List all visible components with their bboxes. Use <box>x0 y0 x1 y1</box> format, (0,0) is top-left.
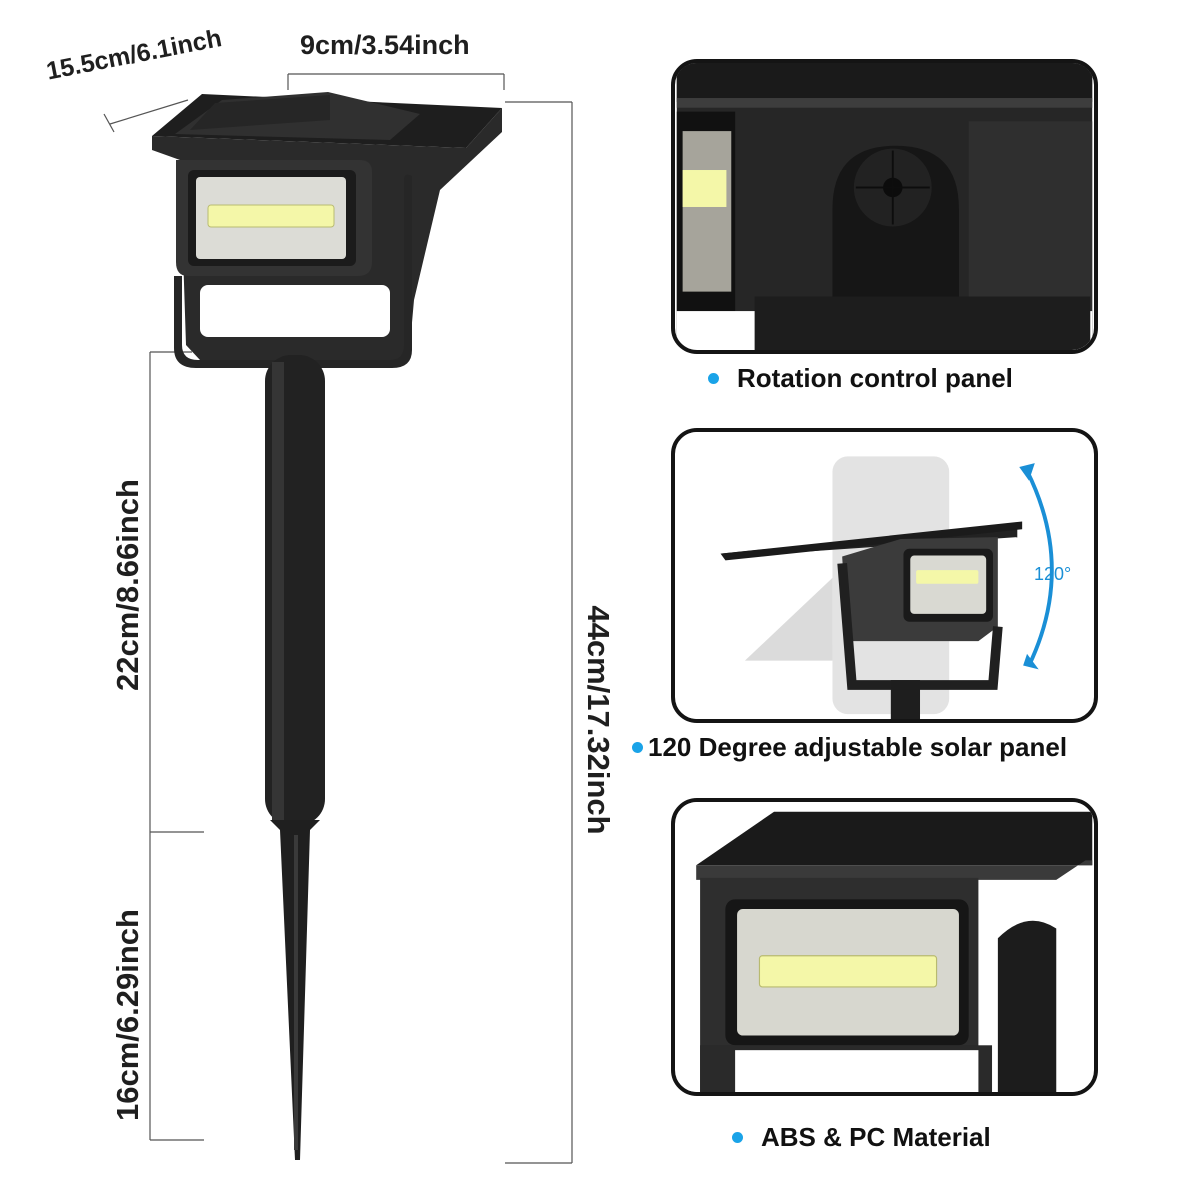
blue-dot-icon <box>632 742 643 753</box>
blue-dot-icon <box>708 373 719 384</box>
material-caption-text: ABS & PC Material <box>761 1122 991 1152</box>
total-height-dimension-label: 44cm/17.32inch <box>581 605 616 835</box>
blue-dot-icon <box>732 1132 743 1143</box>
rotation-angle-label: 120° <box>1034 564 1072 584</box>
lower-height-dimension-label: 16cm/6.29inch <box>110 909 145 1121</box>
light-head-closeup-image <box>676 802 1093 1092</box>
material-detail-panel <box>671 798 1098 1096</box>
rotation-caption-text: Rotation control panel <box>737 363 1013 393</box>
adjustable-solar-panel-image <box>676 432 1093 719</box>
material-caption: ABS & PC Material <box>732 1122 991 1153</box>
rotation-knob-closeup-image <box>676 63 1093 350</box>
adjustable-panel-detail-panel <box>671 428 1098 723</box>
adjustable-caption: 120 Degree adjustable solar panel <box>632 732 1067 763</box>
rotation-control-detail-panel <box>671 59 1098 354</box>
upper-height-dimension-label: 22cm/8.66inch <box>110 479 145 691</box>
rotation-caption: Rotation control panel <box>708 363 1013 394</box>
width-dimension-label: 9cm/3.54inch <box>300 30 470 60</box>
adjustable-caption-text: 120 Degree adjustable solar panel <box>648 732 1068 762</box>
